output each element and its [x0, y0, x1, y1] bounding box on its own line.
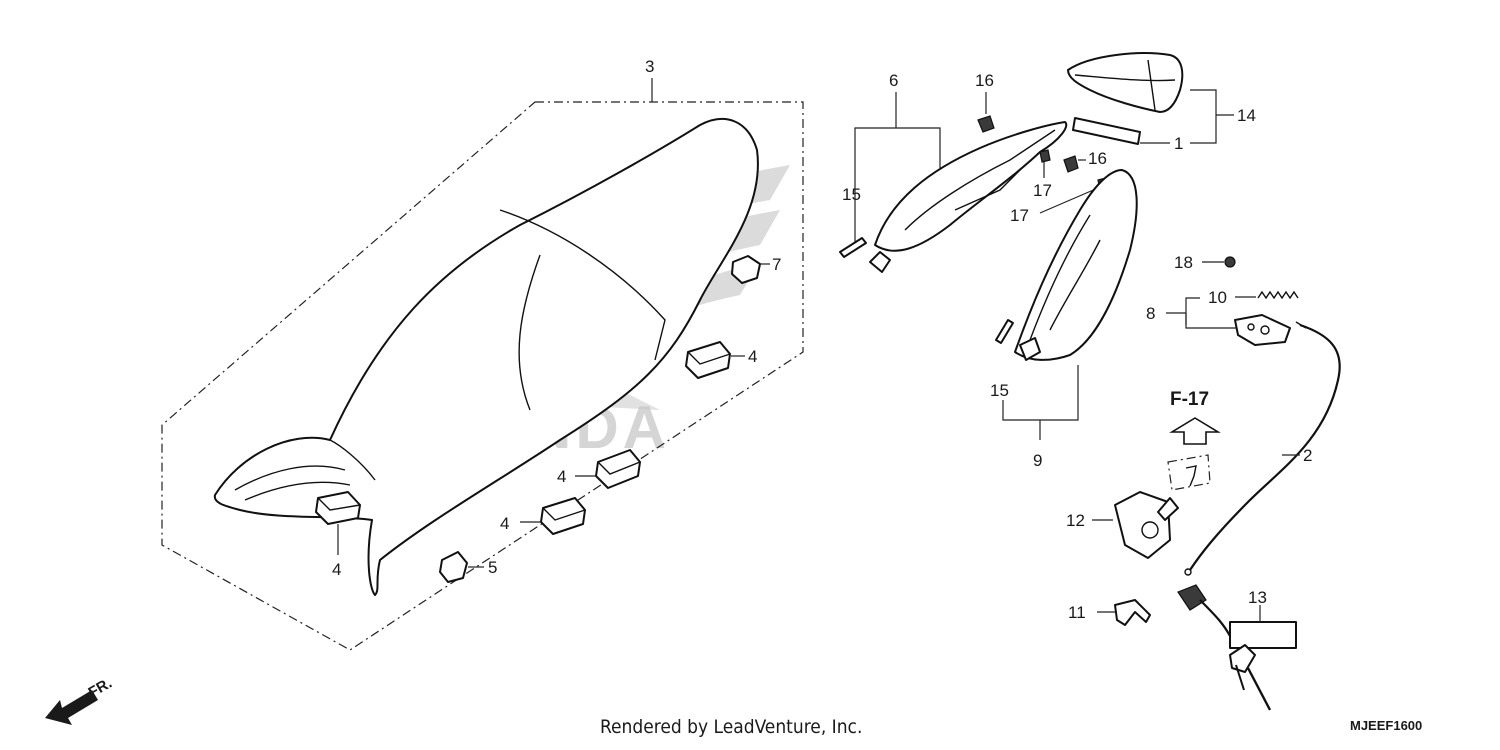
- bolt[interactable]: [977, 92, 995, 133]
- seal[interactable]: [1072, 117, 1141, 145]
- bolt[interactable]: [1063, 155, 1086, 173]
- left-grab-rail[interactable]: [869, 121, 1068, 273]
- lock-clip[interactable]: [1097, 599, 1151, 626]
- seat-lock-cable[interactable]: [1184, 321, 1341, 576]
- callout-1: 1: [1174, 134, 1183, 153]
- diagram-code: MJEEF1600: [1350, 718, 1422, 733]
- seat-assembly-outline: [161, 101, 804, 651]
- seat-cowl[interactable]: [1067, 52, 1184, 113]
- reference-label: F-17: [1170, 389, 1209, 410]
- seat[interactable]: [213, 118, 759, 596]
- reference-arrow-icon: [1169, 417, 1221, 445]
- callout-4-middle: 4: [557, 467, 566, 486]
- callout-5: 5: [488, 558, 497, 577]
- callout-17-lower: 17: [1010, 206, 1029, 225]
- callout-4-right: 4: [748, 347, 757, 366]
- callout-15-left: 15: [842, 185, 861, 204]
- rubber-pad[interactable]: [575, 449, 641, 489]
- callout-12: 12: [1066, 511, 1085, 530]
- bush[interactable]: [731, 255, 770, 284]
- pin[interactable]: [839, 237, 867, 258]
- rubber-pad[interactable]: [685, 341, 745, 379]
- callout-4-left: 4: [332, 560, 341, 579]
- screw[interactable]: [1202, 256, 1236, 268]
- callout-8: 8: [1146, 304, 1155, 323]
- callout-6: 6: [889, 71, 898, 90]
- callout-7: 7: [772, 255, 781, 274]
- callout-15-right: 15: [990, 381, 1009, 400]
- collar[interactable]: [1039, 149, 1051, 178]
- right-grab-rail[interactable]: [1014, 169, 1138, 361]
- callout-2: 2: [1303, 446, 1312, 465]
- callout-13: 13: [1248, 588, 1267, 607]
- callout-9: 9: [1033, 451, 1042, 470]
- rubber-pad[interactable]: [315, 491, 361, 555]
- credit-text: Rendered by LeadVenture, Inc.: [600, 716, 862, 738]
- callout-4-bottom: 4: [500, 514, 509, 533]
- callout-18: 18: [1174, 253, 1193, 272]
- seat-lock[interactable]: [1234, 314, 1291, 346]
- key-set[interactable]: [1177, 584, 1297, 711]
- callout-16-right: 16: [1088, 149, 1107, 168]
- rubber-pad[interactable]: [520, 497, 586, 535]
- callout-16-top: 16: [975, 71, 994, 90]
- clip[interactable]: [439, 551, 484, 583]
- spring[interactable]: [1235, 290, 1299, 300]
- callout-17-top: 17: [1033, 181, 1052, 200]
- lock-cover[interactable]: [1092, 491, 1179, 559]
- callout-14: 14: [1237, 106, 1256, 125]
- callout-11: 11: [1068, 603, 1086, 622]
- front-direction-arrow-icon: [45, 690, 98, 725]
- callout-3: 3: [645, 57, 654, 76]
- callout-10: 10: [1208, 288, 1227, 307]
- reference-fastener: [1167, 454, 1211, 491]
- pin[interactable]: [995, 319, 1014, 344]
